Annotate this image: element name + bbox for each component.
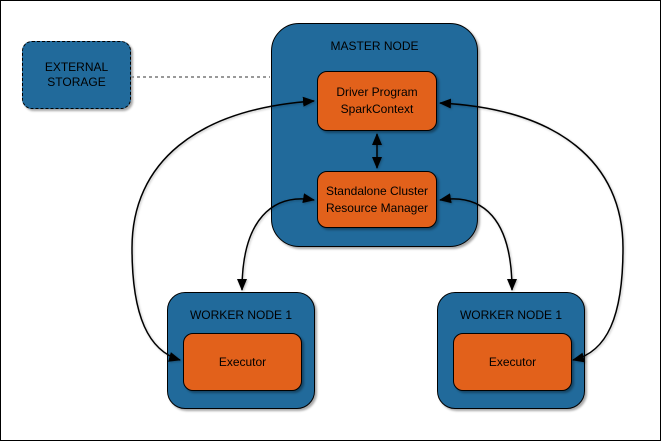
executor-left-label: Executor (218, 355, 267, 369)
master-node-label: MASTER NODE (330, 39, 419, 53)
driver-program-box: Driver Program SparkContext (317, 71, 437, 131)
external-storage-node: EXTERNAL STORAGE (22, 41, 131, 109)
driver-program-label: Driver Program (336, 85, 418, 99)
worker-node-1-left-label: WORKER NODE 1 (189, 308, 292, 322)
executor-right-label: Executor (488, 355, 537, 369)
executor-left-box: Executor (183, 333, 302, 391)
resource-manager-label-line2: Resource Manager (325, 200, 429, 215)
executor-right-box: Executor (453, 333, 572, 391)
worker-node-1-left: WORKER NODE 1 Executor (167, 292, 315, 409)
external-storage-label: EXTERNAL STORAGE (44, 60, 109, 89)
resource-manager-box: Standalone Cluster Resource Manager (317, 171, 437, 228)
resource-manager-label-line1: Standalone Cluster (325, 183, 429, 198)
worker-node-1-right-label: WORKER NODE 1 (459, 308, 562, 322)
worker-node-1-right: WORKER NODE 1 Executor (437, 292, 585, 409)
spark-context-label: SparkContext (340, 102, 414, 116)
